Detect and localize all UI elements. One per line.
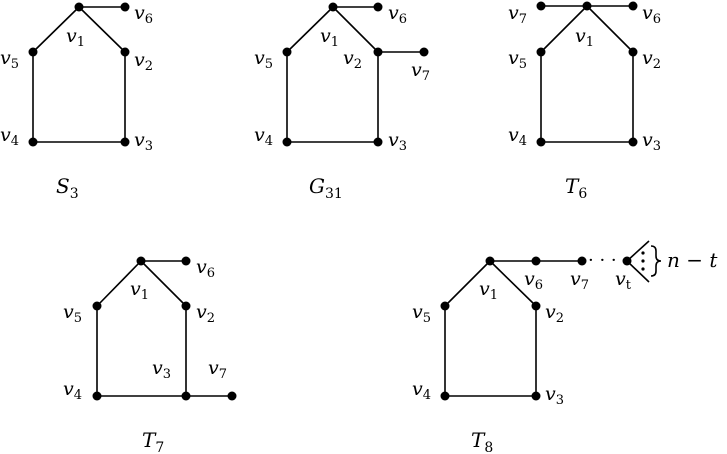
vertex-v6 [531,256,541,266]
vertex-label: v2 [134,49,153,74]
vertex-v7 [419,47,429,57]
vertex-label: v6 [388,2,407,27]
vertex-v2 [181,301,191,311]
vertex-v5 [92,301,102,311]
graph-caption: T7 [142,428,164,454]
vertex-v5 [282,47,292,57]
vertex-v3 [628,137,638,147]
pendant-dot [641,251,645,255]
edge [444,260,491,307]
vertex-label: v7 [411,59,430,84]
vertex-label: v1 [320,25,339,50]
vertex-v6 [120,2,130,12]
vertex-vt [622,256,632,266]
vertex-label: v1 [66,25,85,50]
vertex-label: v7 [570,268,589,293]
edge [32,6,80,53]
graph-caption: G31 [309,174,343,202]
vertex-label: v2 [196,301,215,326]
vertex-label: v5 [254,47,273,72]
vertex-v2 [628,47,638,57]
vertex-label: v7 [208,357,227,382]
edge [332,6,379,53]
vertex-label: v3 [642,129,661,154]
path-ellipsis: · · · [588,250,617,271]
vertex-label: v6 [642,2,661,27]
vertex-v1 [136,256,146,266]
vertex-v4 [282,137,292,147]
vertex-label: v2 [343,47,362,72]
vertex-v4 [92,391,102,401]
vertex-v6 [181,256,191,266]
vertex-label: v1 [575,25,594,50]
vertex-label: v2 [642,47,661,72]
vertex-label: v1 [130,278,149,303]
graph-t7: v1 v2 v3 v4 v5 v6 v7 T7 [63,256,237,454]
vertex-label: v5 [508,47,527,72]
pendant-brace [650,245,662,277]
graph-caption: T6 [565,174,587,202]
vertex-label: v5 [63,301,82,326]
graph-s3: v1 v2 v3 v4 v5 v6 S3 [0,2,153,202]
vertex-v4 [28,137,38,147]
graph-caption: S3 [56,174,79,202]
pendant-dot [641,259,645,263]
edge [586,5,634,53]
vertex-v2 [373,47,383,57]
pendant-edge [626,260,650,283]
vertex-v1 [485,256,495,266]
pendant-dot [641,267,645,271]
vertex-v1 [328,2,338,12]
vertex-label: v4 [412,378,431,403]
vertex-label: v4 [0,124,19,149]
vertex-label: v5 [412,301,431,326]
graph-t8: · · · n − t v1 v2 v3 v4 v5 v6 v7 vt T8 [412,240,718,454]
vertex-v3 [120,137,130,147]
vertex-v4 [440,391,450,401]
vertex-label: v3 [388,129,407,154]
vertex-label: v7 [508,2,527,27]
edge [489,260,537,307]
graph-t6: v1 v2 v3 v4 v5 v6 v7 T6 [508,1,661,202]
vertex-v5 [28,47,38,57]
vertex-label: v6 [196,256,215,281]
vertex-v1 [74,2,84,12]
vertex-v4 [536,137,546,147]
edge [78,6,126,53]
vertex-label: v3 [545,383,564,408]
vertex-v2 [531,301,541,311]
vertex-label: vt [615,268,632,293]
vertex-v1 [582,1,592,11]
graph-caption: T8 [471,428,493,454]
vertex-label: v4 [63,378,82,403]
vertex-label: v5 [0,47,19,72]
vertex-label: v3 [134,129,153,154]
pendant-edge [626,240,650,262]
vertex-v5 [440,301,450,311]
vertex-v6 [373,2,383,12]
edge [96,260,142,307]
vertex-label: v6 [524,268,543,293]
vertex-label: v4 [508,124,527,149]
vertex-v7 [577,256,587,266]
vertex-v6 [628,1,638,11]
edge [140,260,187,307]
pendant-count-label: n − t [667,248,718,272]
vertex-v7 [536,1,546,11]
vertex-v5 [536,47,546,57]
vertex-v7 [227,391,237,401]
vertex-v3 [373,137,383,147]
vertex-label: v2 [545,301,564,326]
edge [540,5,588,53]
edge [286,6,334,53]
vertex-v2 [120,47,130,57]
vertex-label: v3 [152,357,171,382]
vertex-label: v6 [134,2,153,27]
vertex-v3 [181,391,191,401]
graph-g31: v1 v2 v3 v4 v5 v6 v7 G31 [254,2,430,202]
vertex-label: v1 [479,278,498,303]
vertex-v3 [531,391,541,401]
vertex-label: v4 [254,124,273,149]
